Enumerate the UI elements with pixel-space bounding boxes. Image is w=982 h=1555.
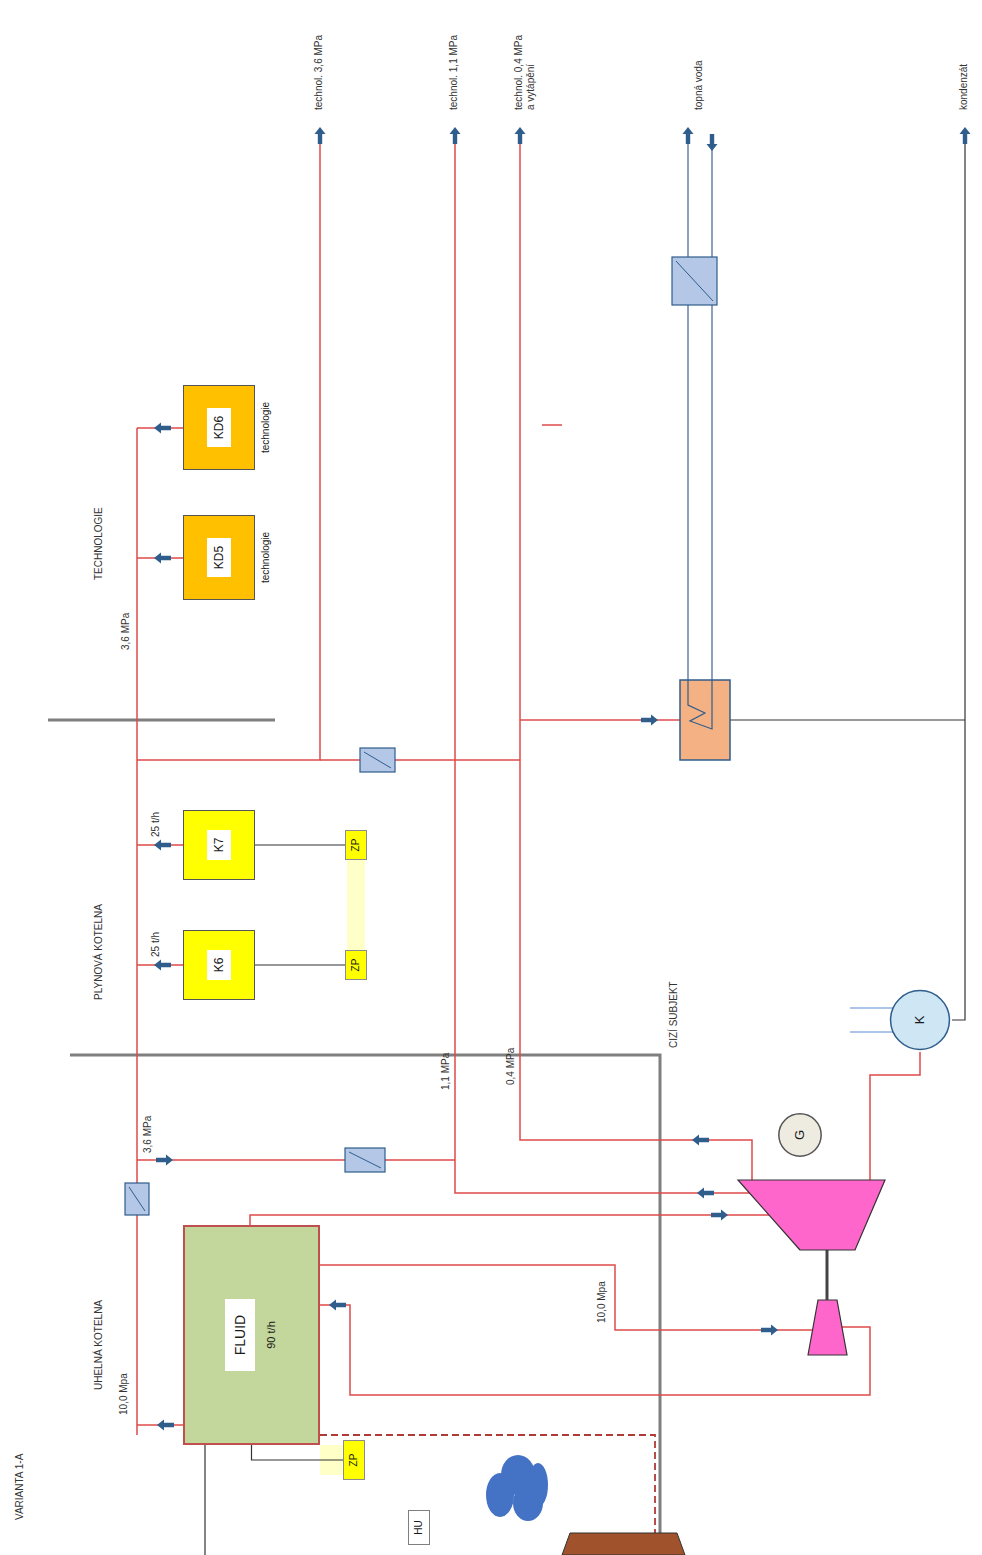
gas-boiler-box: K7: [183, 810, 255, 880]
exhaust-line: [870, 1052, 920, 1180]
diagram-title: VARIANTA 1-A: [14, 1454, 26, 1520]
pressure-label: 25 t/h: [150, 812, 162, 837]
pressure-label: 25 t/h: [150, 932, 162, 957]
box-label: K6: [207, 950, 231, 981]
area-label: CIZÍ SUBJEKT: [668, 981, 680, 1048]
box-label: HU: [413, 1520, 425, 1534]
gas-connector: [252, 1445, 344, 1460]
steam-line: [137, 135, 320, 760]
pressure-label: 10,0 Mpa: [596, 1281, 608, 1323]
gas-supply-box: ZP: [345, 830, 367, 860]
box-label: KD6: [207, 408, 231, 447]
box-label: G: [792, 1130, 808, 1140]
steam-line: [137, 428, 183, 965]
pressure-label: 3,6 MPa: [120, 613, 132, 650]
technology-box: KD5technologie: [183, 515, 255, 600]
gas-band: [347, 860, 365, 950]
coal-box: HU: [408, 1510, 430, 1545]
reducer-mark: [129, 261, 713, 1211]
gas-connector: [255, 844, 345, 845]
box-label: ZP: [350, 839, 362, 852]
heat-exchanger: [680, 680, 730, 760]
area-label: UHELNÁ KOTELNA: [93, 1300, 105, 1390]
steam-line: [137, 1159, 455, 1161]
smoke-cloud: [486, 1455, 548, 1521]
steam-line: [320, 759, 520, 761]
heating-water-line: [688, 135, 712, 680]
gas-supply-box: ZP: [343, 1440, 365, 1480]
technology-box: KD6technologie: [183, 385, 255, 470]
gas-supply-box: ZP: [345, 950, 367, 980]
capacity-label: 90 t/h: [265, 1321, 278, 1349]
area-label: kondenzát: [958, 64, 970, 110]
gas-boiler-box: K6: [183, 930, 255, 1000]
exchanger-coil: [688, 680, 712, 729]
pressure-label: technol. 1,1 MPa: [448, 35, 460, 110]
live-steam-line: [320, 1265, 812, 1330]
pressure-label: 10,0 Mpa: [118, 1373, 130, 1415]
reheated-steam-line: [250, 1215, 769, 1225]
boiler-box: FLUID 90 t/h: [183, 1225, 320, 1445]
box-caption: technologie: [260, 532, 272, 583]
chimney: [562, 1533, 685, 1555]
box-caption: technologie: [260, 402, 272, 453]
generator-circle: G: [777, 1112, 823, 1158]
area-boundary: [70, 1055, 660, 1555]
lp-turbine: [738, 1180, 885, 1250]
pressure-label: 0,4 MPa: [505, 1048, 517, 1085]
pressure-label: technol. 0,4 MPa a vytápění: [513, 30, 537, 110]
box-label: ZP: [348, 1454, 360, 1467]
area-boundary: [48, 719, 275, 722]
area-label: PLYNOVÁ KOTELNA: [93, 904, 105, 1000]
steam-line: [520, 135, 752, 1180]
hp-turbine: [808, 1300, 847, 1355]
box-label: K7: [207, 830, 231, 861]
reheat-line: [320, 1305, 870, 1395]
box-label: ZP: [350, 959, 362, 972]
area-label: TECHNOLOGIE: [93, 507, 105, 580]
circle-outline: [891, 991, 950, 1050]
mark: [542, 424, 562, 426]
pressure-label: 1,1 MPa: [440, 1053, 452, 1090]
circle-outline: [779, 1114, 821, 1156]
gas-connector: [255, 964, 345, 965]
turbine-shaft: [826, 1250, 829, 1300]
pressure-label: technol. 3,6 MPa: [313, 35, 325, 110]
pressure-label: 3,6 MPa: [142, 1116, 154, 1153]
box-label: KD5: [207, 538, 231, 577]
box-label: FLUID: [225, 1299, 256, 1371]
condensate-line: [730, 135, 965, 1020]
cooling-water-line: [850, 1008, 893, 1032]
box-label: K: [912, 1016, 928, 1025]
area-label: topná voda: [693, 61, 705, 111]
service-line: [204, 1445, 205, 1555]
steam-header: [136, 428, 138, 1435]
condenser-circle: K: [888, 988, 952, 1052]
